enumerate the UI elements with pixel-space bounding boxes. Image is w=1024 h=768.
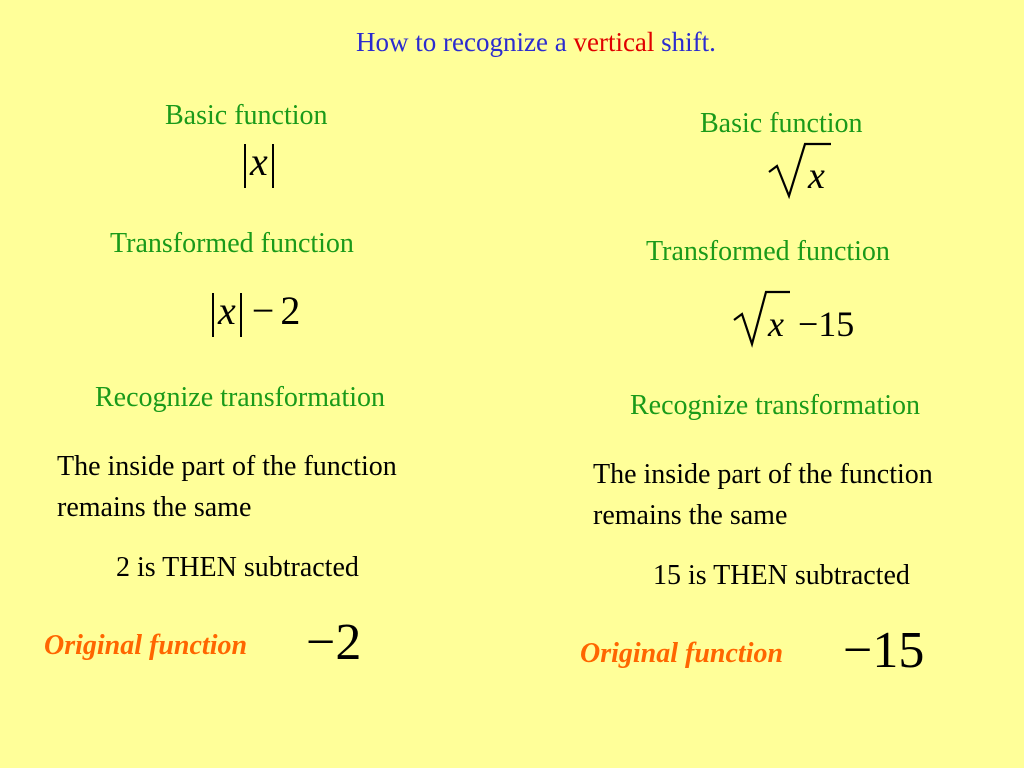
left-inside-text: The inside part of the function remains …: [57, 451, 397, 523]
right-transformed-var: x: [767, 304, 784, 344]
left-original-label: Original function: [44, 630, 248, 661]
left-then-text: 2 is THEN subtracted: [116, 552, 359, 583]
left-transformed-expression: x−2: [208, 287, 300, 337]
right-basic-expression: x: [768, 142, 831, 200]
slide-title: How to recognize a vertical shift.: [356, 27, 716, 57]
left-basic-expression: x: [240, 138, 278, 188]
right-transformed-const: −15: [798, 304, 854, 344]
right-basic-var: x: [807, 155, 825, 197]
left-recognize-label: Recognize transformation: [95, 382, 386, 413]
left-original-const: −2: [306, 614, 362, 671]
radical-sign: [768, 142, 831, 200]
right-original-label: Original function: [580, 638, 784, 669]
right-then-text: 15 is THEN subtracted: [653, 560, 910, 591]
left-transformed-label: Transformed function: [110, 228, 354, 259]
right-original-const: −15: [843, 622, 925, 679]
title-highlight: vertical: [573, 27, 655, 57]
right-recognize-label: Recognize transformation: [630, 390, 921, 421]
right-transformed-expression: x −15: [733, 290, 854, 348]
left-basic-label: Basic function: [165, 100, 328, 131]
right-transformed-label: Transformed function: [646, 236, 890, 267]
right-inside-text: The inside part of the function remains …: [593, 459, 933, 531]
radical-sign: [733, 290, 790, 348]
right-basic-label: Basic function: [700, 108, 863, 139]
